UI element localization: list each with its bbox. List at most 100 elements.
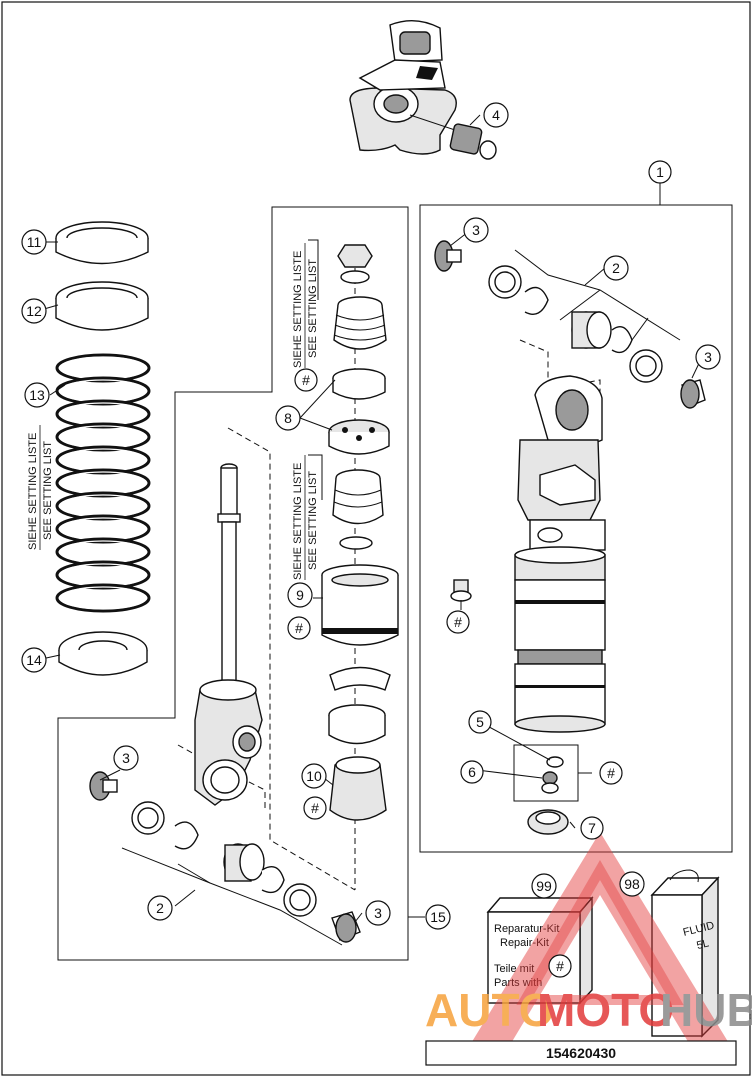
parts-with-kit-marker: # bbox=[599, 761, 623, 785]
parts-with-kit-marker: # bbox=[548, 954, 572, 978]
svg-text:7: 7 bbox=[588, 820, 596, 836]
svg-text:98: 98 bbox=[624, 876, 640, 892]
group-frame-1 bbox=[419, 204, 733, 853]
setting-text-upper: SIEHE SETTING LISTE SEE SETTING LIST bbox=[292, 243, 319, 368]
svg-text:Parts with: Parts with bbox=[494, 977, 542, 989]
svg-text:3: 3 bbox=[122, 750, 130, 766]
svg-text:1: 1 bbox=[656, 164, 664, 180]
callout-11: 11 bbox=[21, 229, 47, 255]
svg-text:SIEHE SETTING LISTE: SIEHE SETTING LISTE bbox=[292, 251, 304, 368]
callout-3: 3 bbox=[365, 900, 391, 926]
watermark-logo: AUTO MOTO HUB bbox=[425, 832, 752, 1045]
svg-text:13: 13 bbox=[29, 387, 45, 403]
callout-3: 3 bbox=[463, 217, 489, 243]
spring-coil bbox=[55, 514, 151, 544]
callout-5: 5 bbox=[468, 710, 492, 734]
parts-with-kit-marker: # bbox=[446, 610, 470, 634]
spring-retainer bbox=[58, 631, 148, 676]
svg-text:SEE SETTING LIST: SEE SETTING LIST bbox=[307, 471, 319, 570]
callout-14: 14 bbox=[21, 647, 47, 673]
svg-text:9: 9 bbox=[296, 587, 304, 603]
spring-adjuster-rings bbox=[55, 221, 149, 331]
piston-stack bbox=[321, 244, 399, 821]
repair-kit-box: Reparatur-Kit Repair-Kit Teile mit Parts… bbox=[486, 896, 594, 1005]
svg-text:SIEHE SETTING LISTE: SIEHE SETTING LISTE bbox=[292, 463, 304, 580]
svg-text:MOTO: MOTO bbox=[537, 984, 674, 1036]
spring-coil bbox=[55, 445, 151, 475]
callout-15: 15 bbox=[425, 904, 451, 930]
callout-4: 4 bbox=[483, 102, 509, 128]
parts-with-kit-marker: # bbox=[294, 368, 318, 392]
callout-7: 7 bbox=[580, 816, 604, 840]
drawing-number: 154620430 bbox=[546, 1045, 616, 1061]
svg-text:5L: 5L bbox=[695, 937, 710, 952]
spring-coil bbox=[55, 537, 151, 567]
setting-text-lower: SIEHE SETTING LISTE SEE SETTING LIST bbox=[292, 455, 319, 580]
coil-spring bbox=[55, 353, 151, 613]
parts-with-kit-marker: # bbox=[303, 796, 327, 820]
svg-text:2: 2 bbox=[156, 900, 164, 916]
spring-coil bbox=[55, 422, 151, 452]
svg-text:4: 4 bbox=[492, 107, 500, 123]
spring-coil bbox=[55, 399, 151, 429]
fluid-can: FLUID 5L bbox=[650, 869, 720, 1038]
spring-coil bbox=[55, 468, 151, 498]
callout-1: 1 bbox=[648, 160, 672, 184]
svg-text:Repair-Kit: Repair-Kit bbox=[500, 937, 549, 949]
svg-text:12: 12 bbox=[26, 303, 42, 319]
spring-coil bbox=[55, 583, 151, 613]
bleed-screw bbox=[450, 579, 472, 610]
spring-coil bbox=[55, 376, 151, 406]
callout-9: 9 bbox=[287, 582, 313, 608]
callout-99: 99 bbox=[531, 873, 557, 899]
parts-with-kit-marker: # bbox=[287, 616, 311, 640]
svg-text:#: # bbox=[295, 620, 303, 636]
callout-98: 98 bbox=[619, 871, 645, 897]
svg-text:3: 3 bbox=[704, 349, 712, 365]
callout-8: 8 bbox=[275, 405, 301, 431]
svg-text:3: 3 bbox=[374, 905, 382, 921]
svg-text:HUB: HUB bbox=[660, 984, 752, 1036]
leader-lines bbox=[36, 114, 703, 923]
shock-absorber-body bbox=[514, 375, 606, 733]
svg-text:8: 8 bbox=[284, 410, 292, 426]
svg-text:10: 10 bbox=[306, 768, 322, 784]
svg-text:AUTO: AUTO bbox=[425, 984, 555, 1036]
callout-2: 2 bbox=[603, 255, 629, 281]
bearing-set-left bbox=[89, 771, 361, 946]
svg-text:6: 6 bbox=[468, 764, 476, 780]
svg-text:SEE SETTING LIST: SEE SETTING LIST bbox=[307, 259, 319, 358]
svg-text:11: 11 bbox=[27, 234, 42, 250]
callout-10: 10 bbox=[301, 763, 327, 789]
group-frame-15 bbox=[57, 206, 409, 961]
callout-12: 12 bbox=[21, 298, 47, 324]
svg-text:#: # bbox=[556, 958, 564, 974]
axis-piston-rod bbox=[227, 427, 356, 891]
svg-text:Teile mit: Teile mit bbox=[494, 963, 534, 975]
callout-3: 3 bbox=[695, 344, 721, 370]
bearing-set-right bbox=[434, 240, 706, 409]
spring-coil bbox=[55, 560, 151, 590]
callout-2: 2 bbox=[147, 895, 173, 921]
callout-3: 3 bbox=[113, 745, 139, 771]
seal-nut-parts bbox=[527, 756, 569, 835]
svg-text:#: # bbox=[311, 800, 319, 816]
svg-text:15: 15 bbox=[430, 909, 446, 925]
piston-rod-assembly bbox=[194, 463, 263, 806]
drawing-number-box bbox=[425, 1040, 737, 1066]
callout-13: 13 bbox=[24, 382, 50, 408]
svg-text:Reparatur-Kit: Reparatur-Kit bbox=[494, 923, 559, 935]
svg-text:#: # bbox=[302, 372, 310, 388]
svg-text:2: 2 bbox=[612, 260, 620, 276]
svg-text:99: 99 bbox=[536, 878, 552, 894]
callout-6: 6 bbox=[460, 760, 484, 784]
reservoir-head bbox=[349, 20, 497, 160]
svg-text:SEE SETTING LIST: SEE SETTING LIST bbox=[42, 441, 54, 540]
svg-text:SIEHE SETTING LISTE: SIEHE SETTING LISTE bbox=[27, 433, 39, 550]
svg-text:#: # bbox=[607, 765, 615, 781]
spring-coil bbox=[55, 353, 151, 383]
